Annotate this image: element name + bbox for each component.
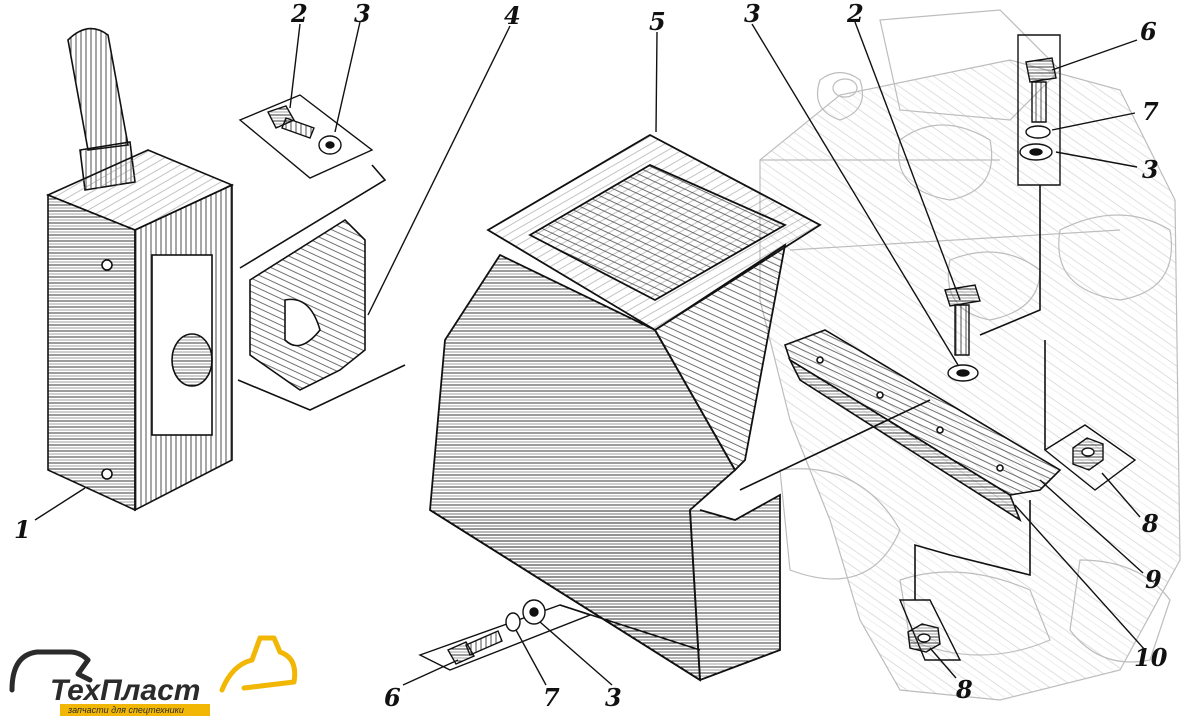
assembly-guide-lines: [237, 164, 1046, 651]
nut-part-8-bottom: [898, 599, 962, 661]
techplast-logo: ТехПласт запчасти для спецтехники: [9, 635, 298, 716]
callout-2-right: 2: [846, 0, 864, 28]
callout-4: 4: [504, 1, 521, 30]
callout-8-bottom: 8: [955, 675, 973, 704]
mounting-rail-parts-9-10: [783, 329, 1062, 523]
logo-name: ТехПласт: [50, 674, 200, 707]
callout-leader-lines: [34, 21, 1146, 686]
callout-2-left: 2: [290, 0, 308, 28]
callout-5: 5: [649, 7, 666, 36]
loader-icon: [219, 635, 298, 693]
nut-part-8-right: [1043, 424, 1137, 491]
callout-10: 10: [1134, 643, 1168, 672]
bolt-washer-group-upper-right: [1017, 34, 1061, 186]
bolt-washer-group-bottom: [418, 599, 593, 671]
logo-tagline-bar: [60, 704, 210, 716]
callout-3-upper-right: 3: [1142, 155, 1159, 184]
callout-1: 1: [14, 515, 31, 544]
callout-6-bottom: 6: [384, 683, 401, 712]
callout-3-mid: 3: [744, 0, 761, 28]
callout-3-bottom: 3: [605, 683, 622, 712]
logo-tagline: запчасти для спецтехники: [67, 705, 184, 715]
bracket-plate-part-4: [249, 218, 366, 391]
duct-casing-part-5: [429, 133, 822, 682]
callout-6-upper: 6: [1140, 17, 1157, 46]
callout-3-left: 3: [354, 0, 371, 28]
bolt-washer-group-left: [238, 94, 374, 179]
bolt-washer-group-right: [944, 284, 981, 382]
air-cleaner-part-1: [45, 27, 234, 512]
callout-7-bottom: 7: [543, 683, 560, 712]
excavator-icon: [9, 649, 93, 693]
callout-9: 9: [1145, 565, 1162, 594]
callout-7-upper: 7: [1142, 97, 1159, 126]
callout-labels: 1 2 3 4 5 3 2 6 7 3 8 9 10 8 6 7 3: [14, 0, 1168, 712]
callout-8-right: 8: [1141, 509, 1159, 538]
